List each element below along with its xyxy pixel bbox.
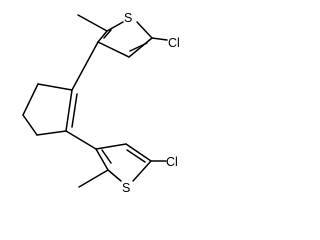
bond-bottom-c4-c5-inner	[126, 149, 146, 163]
bond-ring-to-bottom-thiophene	[65, 130, 97, 150]
bond-top-c2-c3-inner	[103, 29, 112, 39]
bond-top-c5-c4	[128, 37, 153, 58]
bond-ring-c3-c2	[36, 130, 67, 136]
bond-top-c5-c4-inner	[129, 42, 148, 52]
bond-top-c3-c2	[97, 30, 108, 43]
bond-bottom-methyl	[78, 169, 109, 188]
bond-ring-c5-c4	[22, 83, 39, 116]
bond-top-c4-c3	[97, 41, 130, 58]
bond-bottom-c5-s	[132, 160, 152, 182]
atom-s-top: S	[124, 11, 132, 25]
atom-cl-bottom: Cl	[166, 155, 178, 169]
bond-bottom-c2-c3	[95, 148, 109, 171]
bond-bottom-c4-c5	[125, 143, 152, 162]
atom-s-bottom: S	[122, 181, 130, 195]
bond-ring-c1-c5	[37, 83, 73, 91]
bond-top-c5-cl	[151, 37, 168, 41]
bond-ring-to-top-thiophene	[71, 41, 99, 91]
atom-cl-top: Cl	[168, 36, 180, 50]
bond-top-methyl	[77, 14, 108, 32]
top-thiophene-ring	[97, 21, 153, 58]
bond-bottom-c3-c4	[95, 143, 127, 150]
cyclopentene-ring	[22, 83, 78, 136]
structure-diagram: S Cl S Cl	[22, 11, 180, 195]
bond-top-s-c5	[136, 21, 153, 39]
bond-ring-c1-c2	[65, 89, 73, 132]
bond-ring-c1-c2-double	[71, 93, 78, 128]
bottom-thiophene-ring	[95, 143, 152, 182]
bond-ring-c4-c3	[22, 114, 38, 136]
bond-top-c2-s	[106, 21, 124, 32]
bond-bottom-c2-c3-inner	[101, 149, 112, 164]
bond-bottom-s-c2	[107, 169, 122, 182]
